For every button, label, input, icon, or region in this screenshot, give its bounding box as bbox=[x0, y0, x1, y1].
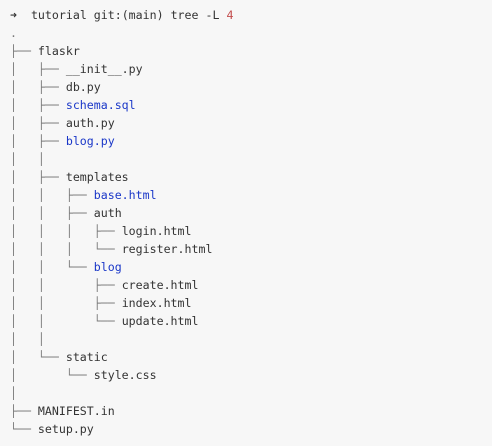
tree-output: .├── flaskr│ ├── __init__.py│ ├── db.py│… bbox=[10, 24, 482, 438]
tree-entry-name: MANIFEST.in bbox=[37, 404, 115, 418]
tree-entry-name: auth.py bbox=[65, 116, 115, 130]
tree-branch-guide: │ ├── bbox=[10, 116, 66, 130]
tree-branch-guide: │ ├── bbox=[10, 98, 66, 112]
tree-branch-guide: ├── bbox=[10, 44, 38, 58]
tree-line: │ ├── templates bbox=[10, 168, 482, 186]
tree-entry-name: index.html bbox=[121, 296, 192, 310]
tree-line: │ └── style.css bbox=[10, 366, 482, 384]
tree-entry-highlighted: schema.sql bbox=[65, 98, 136, 112]
tree-branch-guide: │ │ └── bbox=[10, 314, 122, 328]
tree-line: │ ├── auth.py bbox=[10, 114, 482, 132]
tree-entry-highlighted: base.html bbox=[93, 188, 157, 202]
tree-line: │ ├── __init__.py bbox=[10, 60, 482, 78]
tree-branch-guide: │ └── bbox=[10, 350, 66, 364]
tree-line: │ │ │ ├── login.html bbox=[10, 222, 482, 240]
tree-entry-name: __init__.py bbox=[65, 62, 143, 76]
tree-line: │ └── static bbox=[10, 348, 482, 366]
tree-entry-name: flaskr bbox=[37, 44, 80, 58]
tree-line: │ │ bbox=[10, 330, 482, 348]
tree-line: │ │ └── update.html bbox=[10, 312, 482, 330]
tree-branch-guide: │ │ bbox=[10, 152, 45, 166]
tree-branch-guide: │ │ │ └── bbox=[10, 242, 122, 256]
tree-entry-name: db.py bbox=[65, 80, 101, 94]
tree-branch-guide: │ bbox=[10, 386, 17, 400]
tree-branch-guide: │ │ └── bbox=[10, 260, 94, 274]
tree-entry-highlighted: blog.py bbox=[65, 134, 115, 148]
tree-entry-name: register.html bbox=[121, 242, 213, 256]
prompt-level-number: 4 bbox=[226, 8, 234, 22]
tree-entry-name: templates bbox=[65, 170, 129, 184]
tree-branch-guide: │ ├── bbox=[10, 62, 66, 76]
tree-entry-name: auth bbox=[93, 206, 122, 220]
tree-line: │ ├── db.py bbox=[10, 78, 482, 96]
prompt-command: tree -L bbox=[170, 8, 220, 22]
tree-line: │ ├── schema.sql bbox=[10, 96, 482, 114]
tree-branch-guide: │ │ bbox=[10, 332, 45, 346]
tree-line: ├── flaskr bbox=[10, 42, 482, 60]
tree-branch-guide: │ │ ├── bbox=[10, 278, 122, 292]
tree-branch-guide: . bbox=[10, 26, 17, 40]
tree-branch-guide: │ │ │ ├── bbox=[10, 224, 122, 238]
tree-line: │ │ ├── create.html bbox=[10, 276, 482, 294]
tree-line: └── setup.py bbox=[10, 420, 482, 438]
tree-branch-guide: │ ├── bbox=[10, 134, 66, 148]
prompt-arrow-icon: ➜ bbox=[10, 8, 17, 22]
tree-branch-guide: │ ├── bbox=[10, 80, 66, 94]
tree-branch-guide: ├── bbox=[10, 404, 38, 418]
tree-line: │ │ ├── index.html bbox=[10, 294, 482, 312]
tree-entry-name: update.html bbox=[121, 314, 199, 328]
tree-branch-guide: └── bbox=[10, 422, 38, 436]
tree-line: │ │ ├── base.html bbox=[10, 186, 482, 204]
tree-line: │ bbox=[10, 384, 482, 402]
tree-branch-guide: │ └── bbox=[10, 368, 94, 382]
tree-line: │ │ │ └── register.html bbox=[10, 240, 482, 258]
tree-entry-name: static bbox=[65, 350, 108, 364]
tree-line: . bbox=[10, 24, 482, 42]
tree-branch-guide: │ ├── bbox=[10, 170, 66, 184]
tree-line: │ │ └── blog bbox=[10, 258, 482, 276]
tree-line: │ ├── blog.py bbox=[10, 132, 482, 150]
tree-line: │ │ bbox=[10, 150, 482, 168]
tree-branch-guide: │ │ ├── bbox=[10, 188, 94, 202]
tree-entry-highlighted: blog bbox=[93, 260, 122, 274]
tree-line: │ │ ├── auth bbox=[10, 204, 482, 222]
tree-branch-guide: │ │ ├── bbox=[10, 206, 94, 220]
tree-entry-name: login.html bbox=[121, 224, 192, 238]
prompt-git-branch: git:(main) bbox=[93, 8, 164, 22]
tree-branch-guide: │ │ ├── bbox=[10, 296, 122, 310]
tree-entry-name: style.css bbox=[93, 368, 157, 382]
prompt-directory: tutorial bbox=[30, 8, 87, 22]
prompt-line: ➜ tutorial git:(main) tree -L 4 bbox=[10, 6, 482, 24]
tree-entry-name: create.html bbox=[121, 278, 199, 292]
tree-line: ├── MANIFEST.in bbox=[10, 402, 482, 420]
tree-entry-name: setup.py bbox=[37, 422, 94, 436]
